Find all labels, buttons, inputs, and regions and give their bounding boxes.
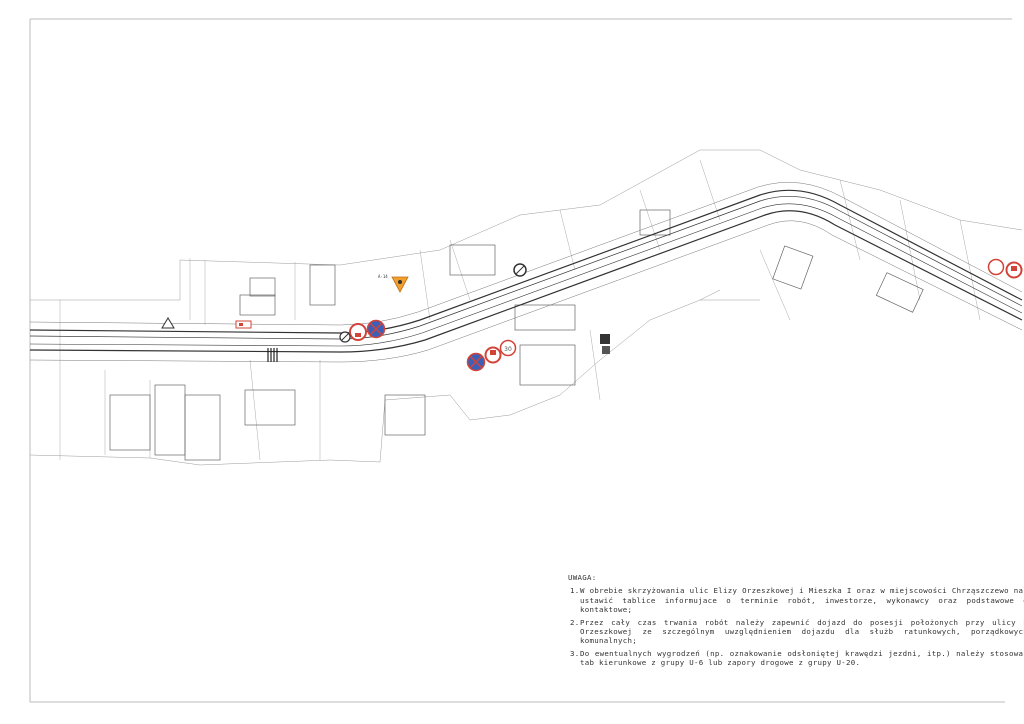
sign-no-entry-1 bbox=[349, 323, 367, 341]
warning-sign-label: A-14 bbox=[378, 274, 388, 279]
sign-info-board bbox=[235, 320, 252, 329]
sign-end-restriction-2 bbox=[513, 263, 527, 277]
sign-detour bbox=[600, 334, 610, 354]
sign-no-entry-3 bbox=[987, 258, 1005, 276]
note-number: 3. bbox=[570, 648, 580, 658]
note-text: W obrebie skrzyżowania ulic Elizy Orzesz… bbox=[580, 586, 1024, 615]
note-number: 2. bbox=[570, 617, 580, 627]
buildings bbox=[109, 209, 924, 461]
sign-no-entry-2 bbox=[484, 346, 502, 364]
sign-no-entry-4 bbox=[1005, 261, 1023, 279]
note-item: 1. W obrebie skrzyżowania ulic Elizy Orz… bbox=[568, 586, 1024, 614]
sign-no-stopping-1 bbox=[366, 319, 386, 339]
sign-warning-roadworks: A-14 bbox=[378, 274, 409, 293]
sheet-frame bbox=[29, 18, 1012, 703]
sign-end-restriction-1 bbox=[339, 331, 351, 343]
speed-limit-value: 30 bbox=[504, 346, 512, 353]
note-number: 1. bbox=[570, 586, 580, 596]
note-item: 3. Do ewentualnych wygrodzeń (np. oznako… bbox=[568, 649, 1024, 668]
map-background-parcels bbox=[29, 149, 1023, 466]
crosswalk bbox=[267, 348, 278, 362]
note-text: Do ewentualnych wygrodzeń (np. oznakowan… bbox=[580, 648, 1024, 668]
notes-block: UWAGA: 1. W obrebie skrzyżowania ulic El… bbox=[568, 573, 1024, 671]
sign-speed-limit: 30 bbox=[499, 339, 517, 357]
notes-title: UWAGA: bbox=[568, 573, 597, 582]
note-text: Przez cały czas trwania robót należy zap… bbox=[580, 617, 1024, 646]
sign-warning-small bbox=[161, 317, 175, 329]
note-item: 2. Przez cały czas trwania robót należy … bbox=[568, 618, 1024, 646]
sign-no-stopping-2 bbox=[466, 352, 486, 372]
